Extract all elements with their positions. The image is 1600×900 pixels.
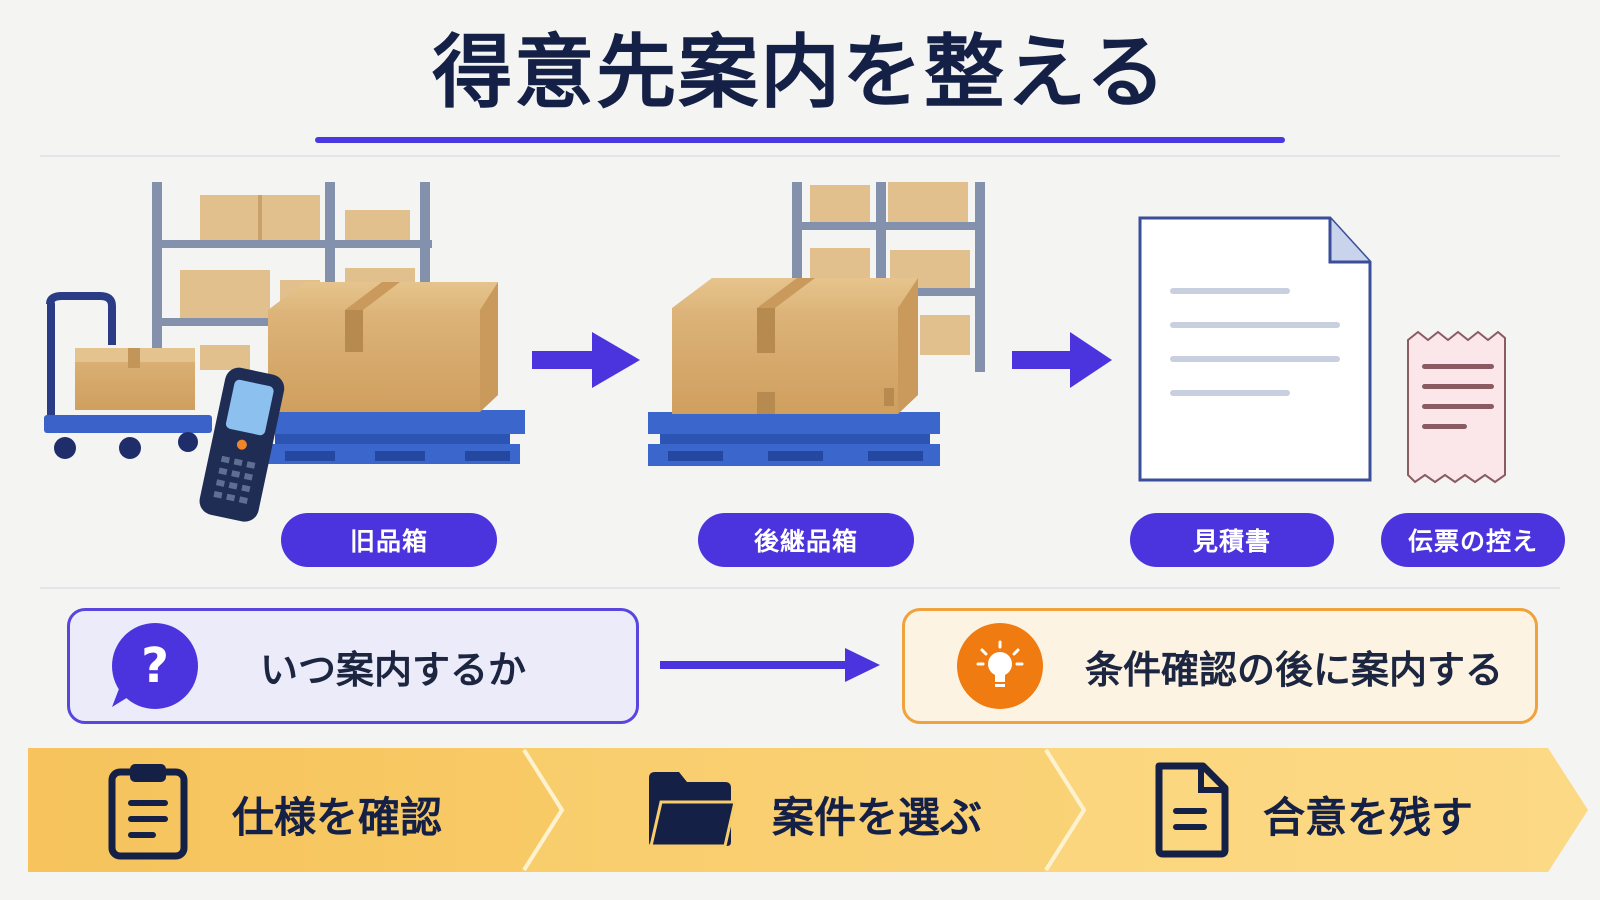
receipt-icon bbox=[1407, 330, 1506, 484]
document-icon bbox=[1153, 762, 1231, 862]
label-new-box: 後継品箱 bbox=[698, 513, 914, 567]
label-old-box: 旧品箱 bbox=[281, 513, 497, 567]
clipboard-icon bbox=[108, 760, 188, 864]
label-slip-copy: 伝票の控え bbox=[1381, 513, 1565, 567]
barcode-scanner bbox=[199, 367, 285, 522]
label-estimate: 見積書 bbox=[1130, 513, 1334, 567]
lightbulb-icon bbox=[957, 623, 1043, 709]
new-box-illustration bbox=[648, 278, 940, 466]
page-title: 得意先案内を整える bbox=[432, 26, 1168, 119]
old-box-illustration bbox=[260, 282, 525, 464]
step-3-label: 合意を残す bbox=[1263, 793, 1474, 842]
lightbulb-icon-wrap bbox=[905, 623, 1095, 709]
arrow-right-icon bbox=[532, 332, 640, 388]
illustration-row bbox=[44, 182, 1506, 522]
speech-tail-icon bbox=[112, 681, 138, 707]
step-2-label: 案件を選ぶ bbox=[772, 793, 983, 842]
answer-text: 条件確認の後に案内する bbox=[1085, 647, 1504, 692]
title-underline bbox=[315, 137, 1285, 143]
divider-middle bbox=[40, 587, 1560, 589]
estimate-document-icon bbox=[1138, 216, 1372, 482]
question-text: いつ案内するか bbox=[260, 647, 527, 692]
divider-top bbox=[40, 155, 1560, 157]
folder-icon bbox=[645, 768, 737, 854]
hand-truck bbox=[44, 292, 212, 459]
question-icon-wrap: ? bbox=[70, 623, 240, 709]
question-box: ? いつ案内するか bbox=[67, 608, 639, 724]
arrow-right-icon bbox=[660, 648, 880, 682]
question-icon: ? bbox=[112, 623, 198, 709]
step-1-label: 仕様を確認 bbox=[232, 793, 443, 842]
step-chevron-3 bbox=[1044, 748, 1588, 872]
answer-box: 条件確認の後に案内する bbox=[902, 608, 1538, 724]
arrow-right-icon bbox=[1012, 332, 1112, 388]
